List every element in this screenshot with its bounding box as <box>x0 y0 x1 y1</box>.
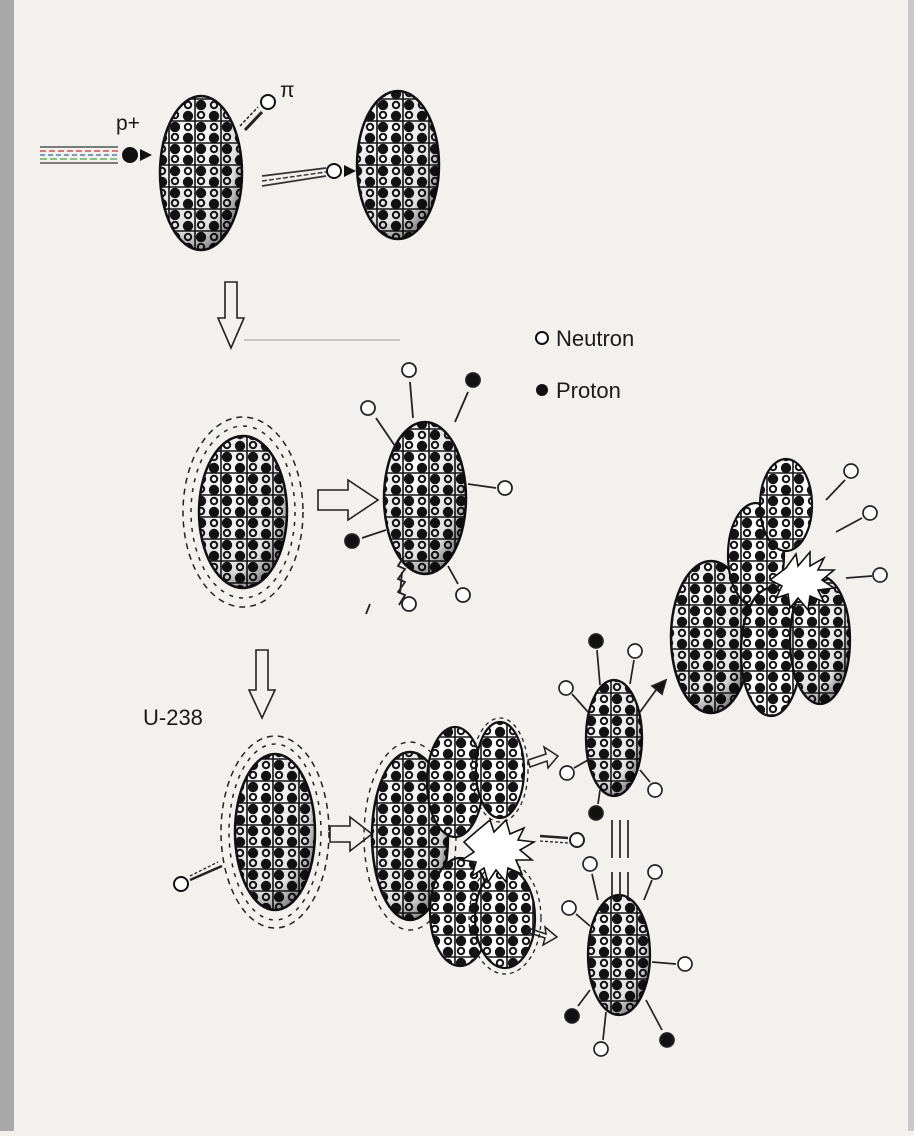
pion-label: π <box>280 79 295 102</box>
down-arrow-2 <box>249 650 275 718</box>
legend-neutron-marker <box>536 332 548 344</box>
legend-proton-label: Proton <box>556 378 621 403</box>
legend-neutron-label: Neutron <box>556 326 634 351</box>
target-nucleus-1 <box>160 96 242 250</box>
fissioning-nucleus <box>364 718 541 974</box>
proton-direction-arrow <box>140 149 152 161</box>
pion-beam-to-nucleus-2 <box>262 164 356 186</box>
legend: Neutron Proton <box>536 326 634 403</box>
target-nucleus-2 <box>357 91 439 239</box>
proton-label: p+ <box>116 112 140 135</box>
incoming-proton-beam <box>40 147 118 163</box>
excited-nucleus <box>183 417 303 607</box>
fission-fragment-top <box>586 680 642 796</box>
right-arrow-row2 <box>318 480 378 520</box>
right-arrow-row3 <box>330 817 372 851</box>
incoming-neutron <box>174 862 222 891</box>
emitted-pion <box>240 95 275 130</box>
legend-proton-marker <box>536 384 548 396</box>
fission-fragment-bottom <box>588 895 650 1015</box>
scan-left-margin <box>0 0 14 1131</box>
down-arrow-1 <box>218 282 400 348</box>
scan-right-margin <box>908 0 914 1131</box>
evaporating-nucleus <box>384 422 466 574</box>
incoming-proton <box>122 147 138 163</box>
uranium-label: U-238 <box>143 705 203 730</box>
uranium-nucleus <box>221 736 329 928</box>
fragmenting-cluster <box>671 459 850 716</box>
cluster-emissions <box>826 464 887 582</box>
